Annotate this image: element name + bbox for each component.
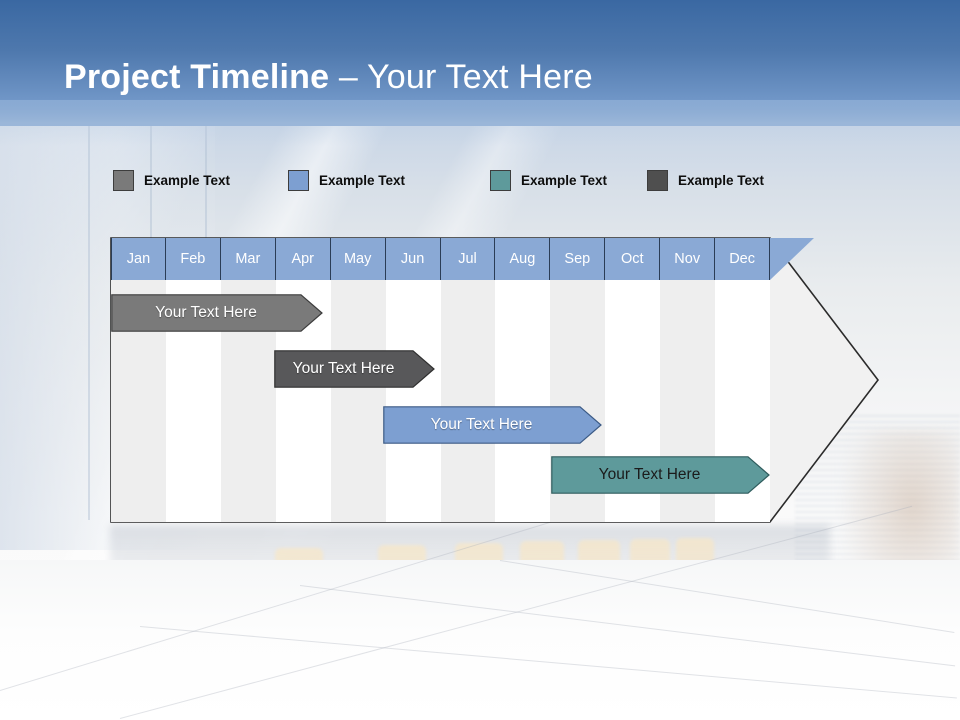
month-cell-jul[interactable]: Jul: [440, 238, 496, 280]
grid-column-may: [330, 280, 386, 522]
task-bar-4[interactable]: Your Text Here: [551, 456, 770, 494]
legend-label: Example Text: [521, 173, 608, 188]
page-title: Project Timeline – Your Text Here: [64, 58, 593, 97]
month-cell-may[interactable]: May: [330, 238, 386, 280]
page-title-light: – Your Text Here: [329, 58, 593, 96]
month-cell-jan[interactable]: Jan: [111, 238, 166, 280]
month-cell-sep[interactable]: Sep: [550, 238, 606, 280]
legend-swatch-icon: [647, 170, 668, 191]
banner-fade: [0, 100, 960, 146]
task-bar-label: Your Text Here: [292, 360, 395, 377]
background-mullion: [88, 120, 90, 520]
grid-column-jul: [440, 280, 496, 522]
grid-column-aug: [495, 280, 551, 522]
legend-swatch-icon: [288, 170, 309, 191]
grid-column-jun: [385, 280, 441, 522]
legend-item-1[interactable]: Example Text: [113, 170, 230, 191]
legend-item-4[interactable]: Example Text: [647, 170, 764, 191]
task-bar-label: Your Text Here: [430, 416, 533, 433]
task-bar-label: Your Text Here: [155, 304, 257, 321]
month-header-tail: [770, 238, 814, 280]
legend-label: Example Text: [678, 173, 765, 188]
task-bar-label: Your Text Here: [598, 466, 701, 483]
legend-label: Example Text: [319, 173, 406, 188]
background-floor: [0, 560, 960, 720]
month-cell-oct[interactable]: Oct: [605, 238, 661, 280]
month-cell-mar[interactable]: Mar: [220, 238, 276, 280]
month-cell-feb[interactable]: Feb: [165, 238, 221, 280]
month-cell-aug[interactable]: Aug: [495, 238, 551, 280]
legend-item-2[interactable]: Example Text: [288, 170, 405, 191]
page-title-strong: Project Timeline: [64, 58, 330, 96]
month-cell-jun[interactable]: Jun: [385, 238, 441, 280]
month-cell-nov[interactable]: Nov: [660, 238, 716, 280]
task-bar-1[interactable]: Your Text Here: [111, 294, 323, 332]
month-header-row: Jan Feb Mar Apr May Jun Jul Aug Sep Oct …: [111, 238, 771, 280]
legend-swatch-icon: [113, 170, 134, 191]
task-bar-3[interactable]: Your Text Here: [383, 406, 602, 444]
legend-label: Example Text: [144, 173, 231, 188]
legend-swatch-icon: [490, 170, 511, 191]
legend-item-3[interactable]: Example Text: [490, 170, 607, 191]
task-bar-2[interactable]: Your Text Here: [274, 350, 435, 388]
month-cell-apr[interactable]: Apr: [275, 238, 331, 280]
month-cell-dec[interactable]: Dec: [715, 238, 771, 280]
